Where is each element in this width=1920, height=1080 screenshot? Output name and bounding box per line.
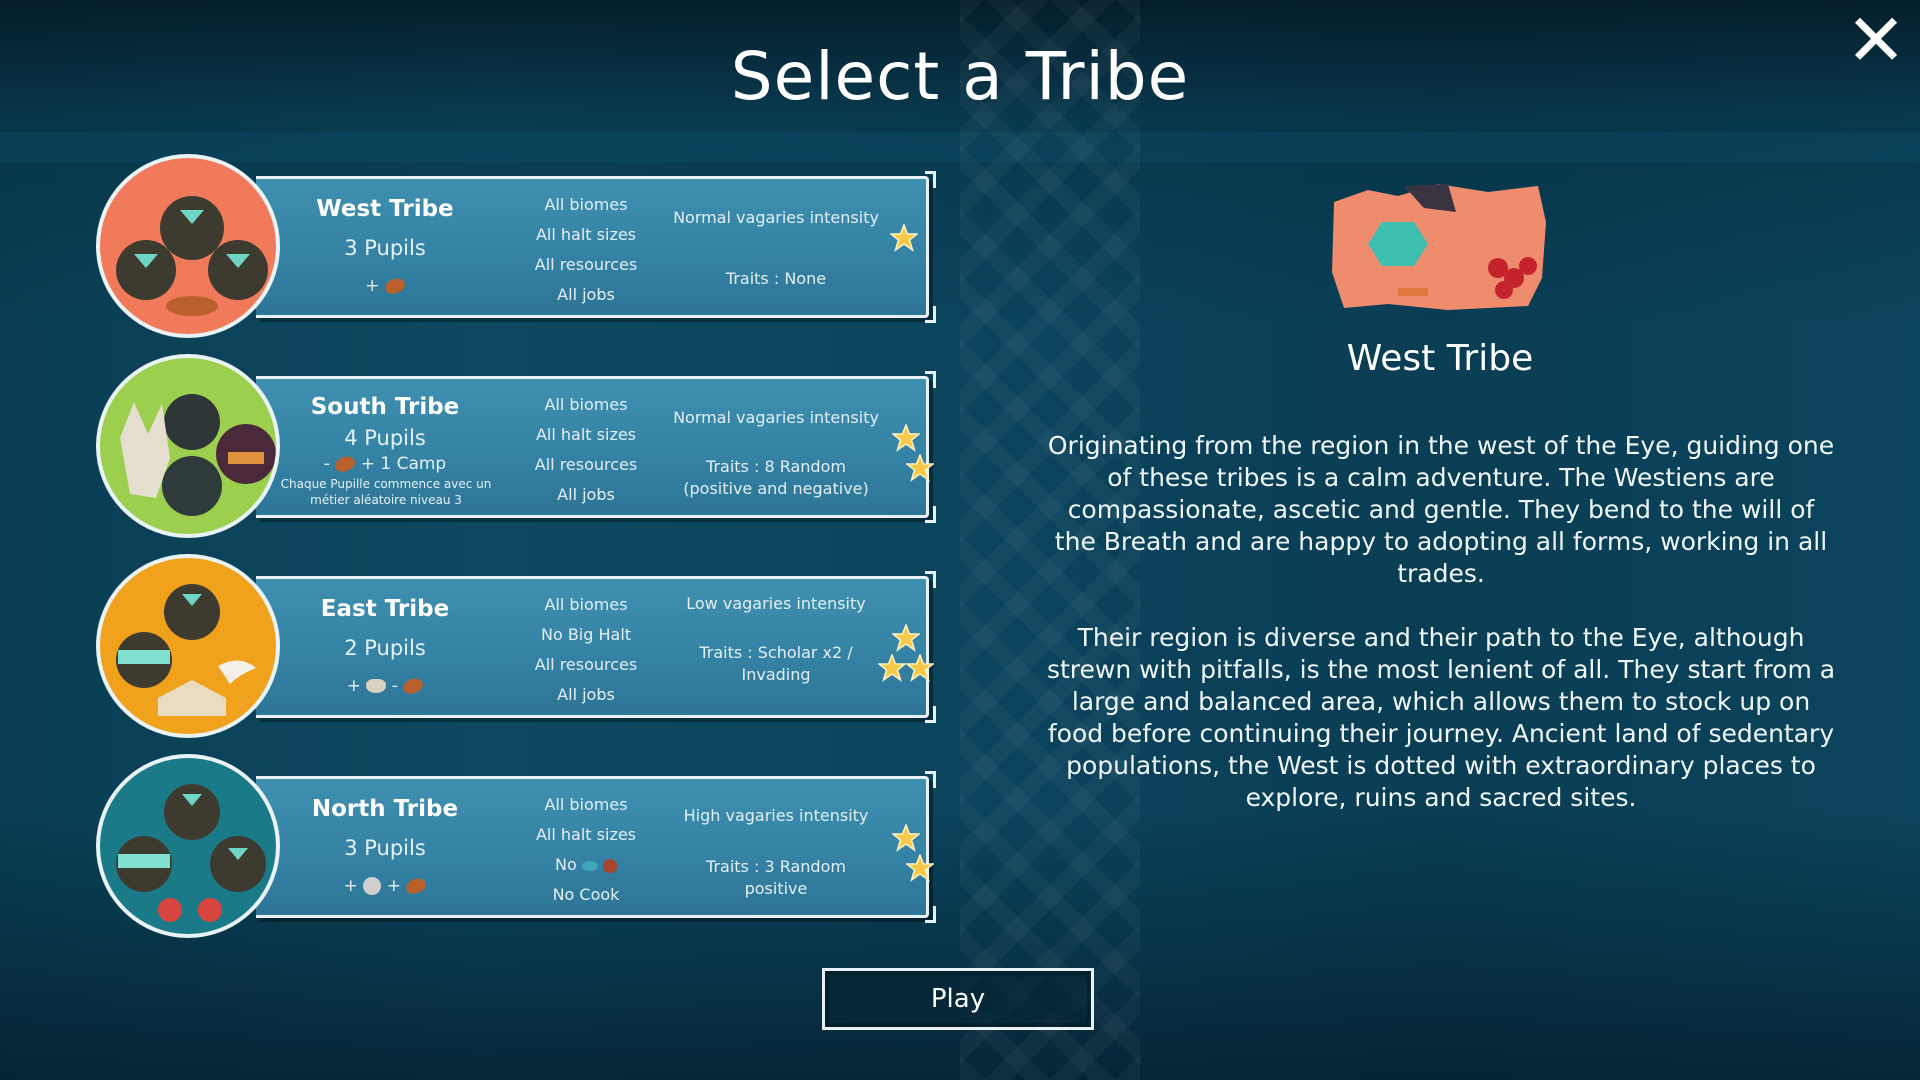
tribe-pupils: 3 Pupils — [344, 836, 426, 860]
difficulty-star-icon — [906, 654, 934, 682]
vagaries-text: Normal vagaries intensity — [673, 208, 879, 227]
halts-rule: All halt sizes — [535, 225, 637, 244]
bonus-plus: + — [365, 276, 380, 296]
tribe-bonus: + - — [282, 676, 488, 696]
bonus-minus: - — [323, 454, 330, 474]
halts-rule: All halt sizes — [535, 425, 637, 444]
jobs-rule: All jobs — [557, 685, 615, 704]
bonus-plus: + — [343, 876, 358, 896]
difficulty-star-icon — [890, 224, 918, 252]
difficulty-star-icon — [892, 824, 920, 852]
background-pattern — [960, 0, 1140, 1080]
tribe-panel — [256, 371, 936, 523]
tribe-note: Chaque Pupille commence avec un métier a… — [280, 477, 492, 507]
close-button[interactable]: ✕ — [1845, 0, 1907, 82]
tribe-avatar-north — [96, 754, 280, 938]
tribe-panel — [256, 571, 936, 723]
vagaries-text: High vagaries intensity — [683, 806, 869, 825]
tribe-avatar-east — [96, 554, 280, 738]
jobs-rule: All jobs — [557, 485, 615, 504]
tribe-pupils: 3 Pupils — [344, 236, 426, 260]
difficulty-star-icon — [906, 854, 934, 882]
biomes-rule: All biomes — [544, 595, 628, 614]
traits-text: Traits : 3 Random positive — [706, 857, 846, 898]
biomes-rule: All biomes — [544, 795, 628, 814]
boat-icon — [404, 876, 429, 896]
difficulty-star-icon — [892, 424, 920, 452]
halts-rule: All halt sizes — [535, 825, 637, 844]
tribe-name: North Tribe — [311, 796, 459, 822]
traits-text: Traits : Scholar x2 / Invading — [699, 643, 853, 684]
halts-rule: No Big Halt — [540, 625, 632, 644]
vagaries-text: Normal vagaries intensity — [673, 408, 879, 427]
tribe-name: West Tribe — [316, 196, 454, 222]
tribe-card-north[interactable]: North Tribe 3 Pupils + + All biomes All … — [96, 754, 942, 944]
vagaries-text: Low vagaries intensity — [686, 594, 866, 613]
tribe-bonus: - + 1 Camp — [282, 454, 488, 474]
difficulty-star-icon — [878, 654, 906, 682]
tribe-bonus: + + — [282, 876, 488, 896]
tribe-avatar-south — [96, 354, 280, 538]
traits-text: Traits : 8 Random (positive and negative… — [683, 457, 869, 498]
tribe-name: South Tribe — [310, 394, 460, 420]
tribe-rules: All biomes All halt sizes No No Cook — [496, 790, 676, 910]
tribe-panel — [256, 171, 936, 323]
resources-no-label: No — [555, 855, 577, 874]
region-preview-map — [1332, 184, 1546, 310]
resources-rule: All resources — [534, 655, 638, 674]
pot-icon — [366, 679, 387, 693]
difficulty-star-icon — [892, 624, 920, 652]
resources-rule: No — [496, 850, 676, 880]
biomes-rule: All biomes — [544, 395, 628, 414]
selected-tribe-region: Their region is diverse and their path t… — [1046, 623, 1836, 812]
tribe-rules: All biomes All halt sizes All resources … — [496, 190, 676, 310]
boat-icon — [383, 276, 407, 296]
resources-rule: All resources — [534, 255, 638, 274]
tribe-rules: All biomes No Big Halt All resources All… — [496, 590, 676, 710]
stone-icon — [363, 877, 382, 895]
meat-icon — [602, 858, 617, 873]
tribe-name: East Tribe — [320, 596, 450, 622]
tribe-pupils: 4 Pupils — [344, 426, 426, 450]
tribe-rules: All biomes All halt sizes All resources … — [496, 390, 676, 510]
boat-icon — [401, 676, 426, 696]
jobs-rule: All jobs — [557, 285, 615, 304]
page-title: Select a Tribe — [730, 38, 1190, 115]
background-band — [0, 132, 1920, 162]
tribe-card-east[interactable]: East Tribe 2 Pupils + - All biomes No Bi… — [96, 554, 942, 744]
tribe-card-south[interactable]: South Tribe 4 Pupils - + 1 Camp Chaque P… — [96, 354, 942, 544]
selected-tribe-description: Originating from the region in the west … — [1047, 431, 1835, 588]
tribe-avatar-west — [96, 154, 280, 338]
resources-rule: All resources — [534, 455, 638, 474]
tribe-pupils: 2 Pupils — [344, 636, 426, 660]
fish-icon — [581, 860, 598, 871]
selected-tribe-title: West Tribe — [1346, 338, 1534, 379]
biomes-rule: All biomes — [544, 195, 628, 214]
tribe-card-west[interactable]: West Tribe 3 Pupils + All biomes All hal… — [96, 154, 942, 344]
jobs-rule: No Cook — [552, 885, 620, 904]
bonus-plus-2: + — [386, 876, 401, 896]
difficulty-star-icon — [906, 454, 934, 482]
traits-text: Traits : None — [725, 269, 827, 288]
bonus-minus: - — [391, 676, 398, 696]
bonus-plus: + — [346, 676, 361, 696]
tribe-bonus: + — [282, 276, 488, 296]
boat-icon — [333, 454, 358, 474]
bonus-camp: + 1 Camp — [360, 454, 447, 474]
play-button[interactable]: Play — [822, 968, 1094, 1030]
